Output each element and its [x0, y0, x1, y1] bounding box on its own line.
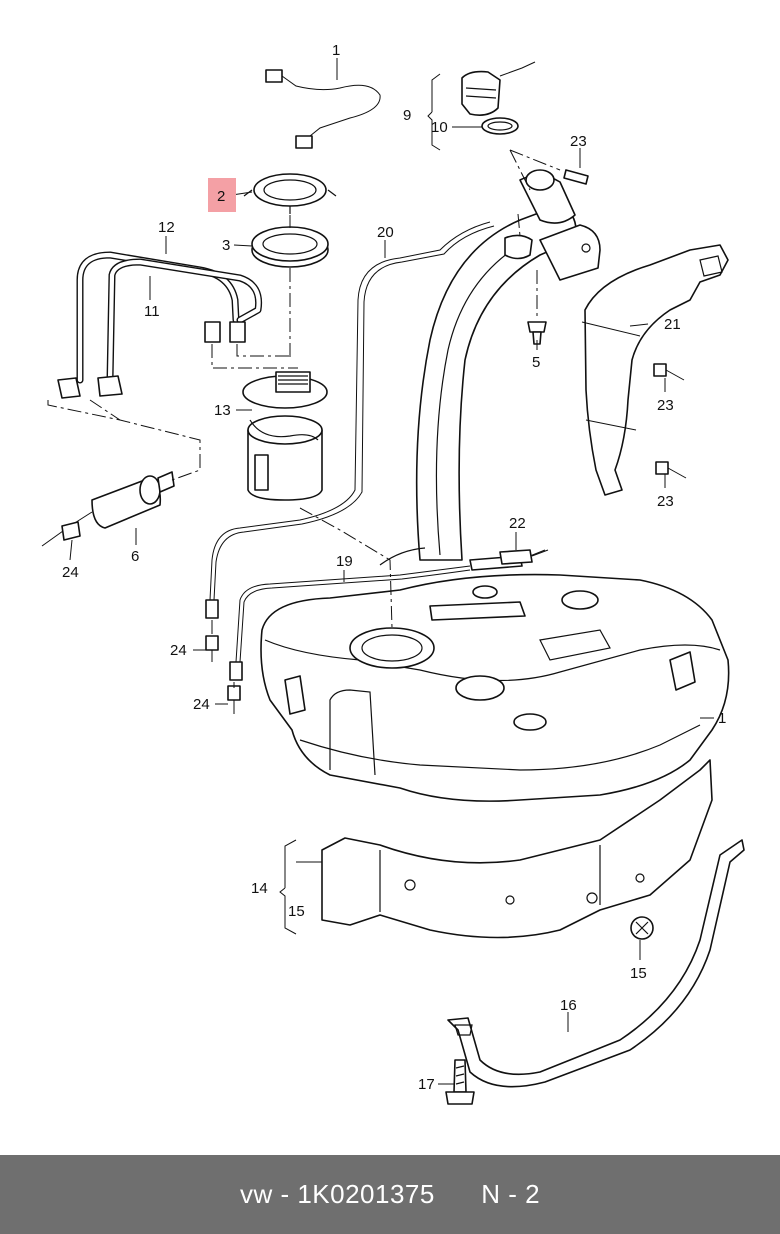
wheel-housing-liner	[581, 244, 729, 496]
wiring-harness	[265, 69, 381, 149]
callout-16: 16	[560, 997, 577, 1014]
highlight-marker	[208, 178, 236, 212]
callout-10: 10	[431, 119, 448, 136]
footer-part-number: 1K0201375	[297, 1179, 435, 1209]
callout-24a: 24	[62, 564, 79, 581]
callout-4: 1	[332, 42, 340, 59]
callout-18: 19	[336, 553, 353, 570]
fuel-filter	[41, 471, 175, 547]
connectors	[205, 635, 241, 714]
fuel-tank	[260, 573, 730, 802]
callout-19: 20	[377, 224, 394, 241]
footer-bar: vw - 1K0201375 N - 2	[0, 1155, 780, 1234]
callout-22: 23	[570, 133, 587, 150]
assembly-lines	[47, 149, 561, 688]
lock-ring	[243, 173, 337, 214]
filler-neck	[379, 169, 601, 566]
callout-1: 1	[718, 710, 726, 727]
callout-24b: 24	[170, 642, 187, 659]
callout-6: 6	[131, 548, 139, 565]
vent-connector	[499, 549, 549, 565]
screw	[527, 321, 547, 345]
footer-position: N - 2	[481, 1179, 541, 1209]
callout-21: 22	[509, 515, 526, 532]
callout-20: 21	[664, 316, 681, 333]
callout-5: 5	[532, 354, 540, 371]
tank-strap	[447, 839, 745, 1088]
clip	[563, 169, 589, 185]
footer-gap	[435, 1179, 481, 1210]
fuel-pump-module	[242, 371, 328, 501]
leader-lines	[69, 58, 714, 1085]
footer-brand: vw	[239, 1179, 273, 1209]
callout-12: 12	[158, 219, 175, 236]
callout-3: 3	[222, 237, 230, 254]
parts-diagram: 1 2 3 10 9 23 12 11 20 13 5 21 23 23 6 2…	[41, 42, 745, 1105]
bolt	[445, 1059, 475, 1105]
seal-ring	[251, 226, 329, 268]
callout-23a: 23	[657, 397, 674, 414]
filler-cap	[461, 61, 536, 135]
callout-14: 14	[251, 880, 268, 897]
callout-24c: 24	[193, 696, 210, 713]
callouts: 1 2 3 10 9 23 12 11 20 13 5 21 23 23 6 2…	[62, 42, 726, 1093]
callout-15a: 15	[288, 903, 305, 920]
callout-13: 13	[214, 402, 231, 419]
callout-17: 17	[418, 1076, 435, 1093]
heat-shield	[321, 759, 713, 940]
callout-15b: 15	[630, 965, 647, 982]
callout-2: 2	[217, 188, 225, 205]
footer-separator: -	[272, 1179, 298, 1209]
callout-23b: 23	[657, 493, 674, 510]
fuel-lines	[57, 251, 263, 399]
callout-11: 11	[144, 303, 160, 320]
callout-9: 9	[403, 107, 411, 124]
